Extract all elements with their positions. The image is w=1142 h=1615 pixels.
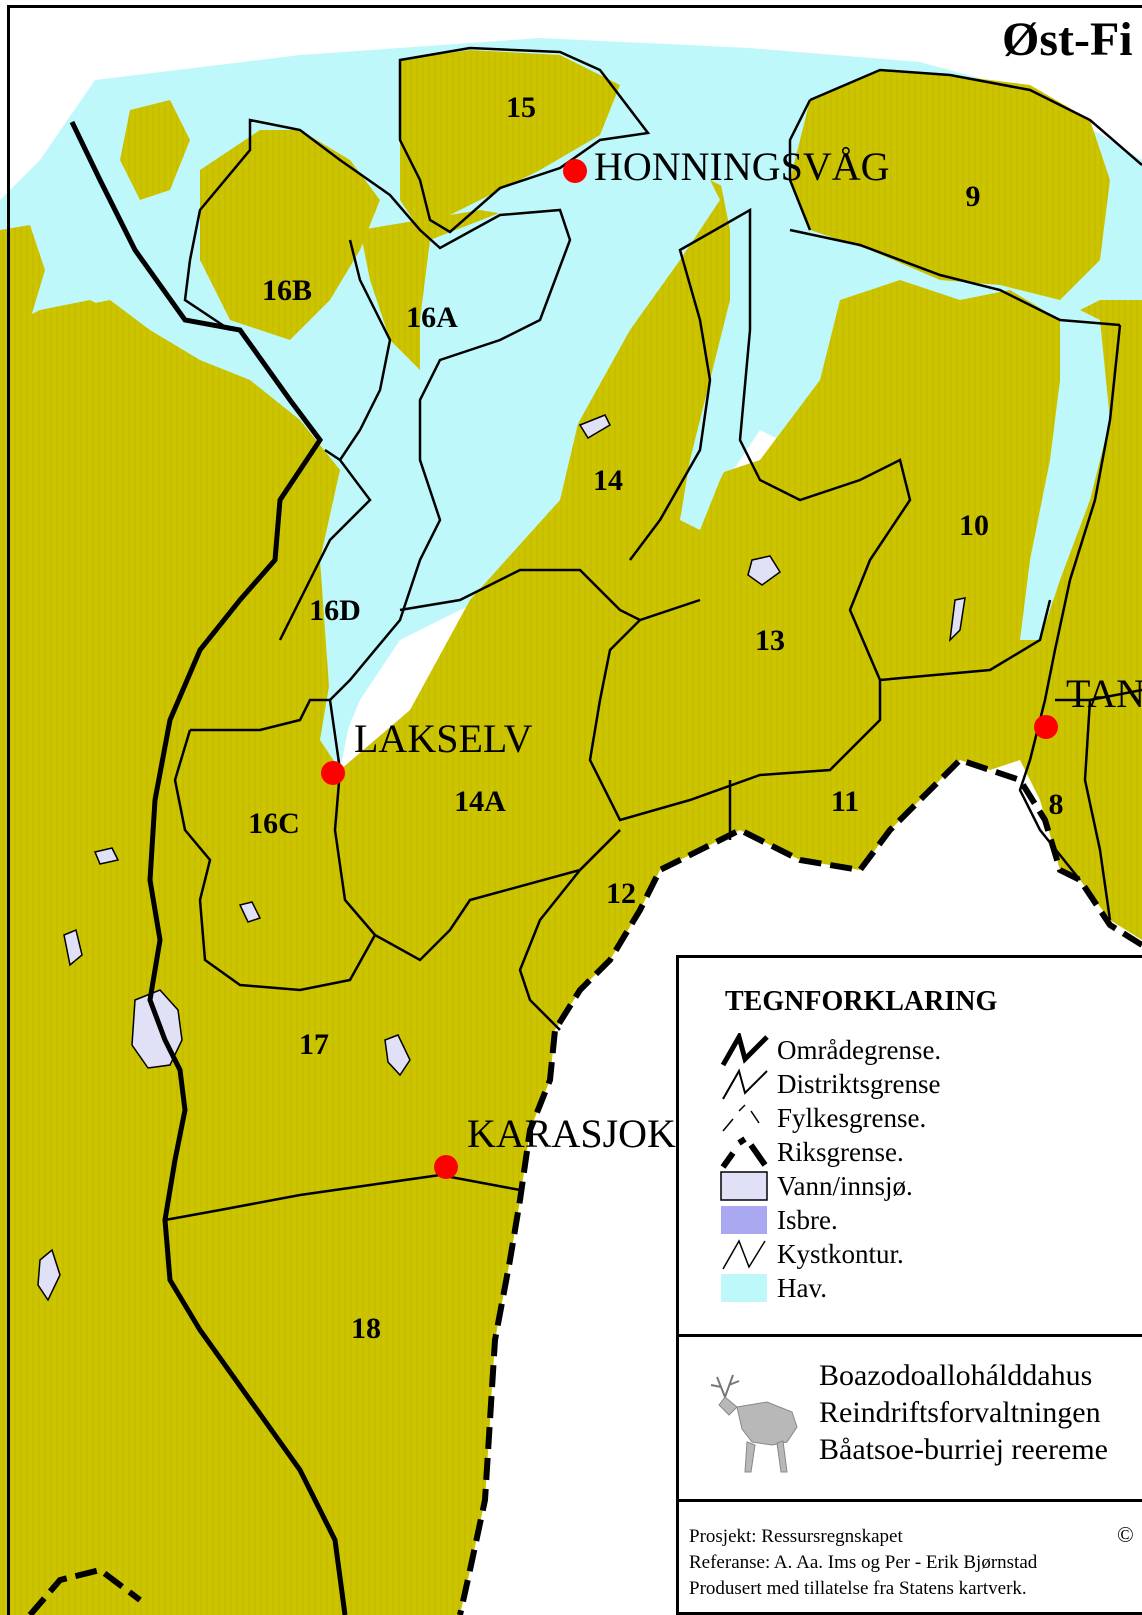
- org-name-sami: Boazodoallohálddahus: [819, 1359, 1093, 1392]
- legend-item-riksgrense: Riksgrense.: [719, 1135, 904, 1169]
- legend-title: TEGNFORKLARING: [725, 986, 998, 1017]
- legend-label: Områdegrense.: [777, 1034, 942, 1065]
- district-label-16B: 16B: [261, 274, 313, 307]
- district-label-9: 9: [965, 180, 981, 213]
- lake-6: [93, 847, 120, 865]
- lake-7: [578, 414, 611, 440]
- island-west-3: [0, 225, 45, 330]
- district-label-8: 8: [1048, 788, 1064, 821]
- organization-box: Boazodoallohálddahus Reindriftsforvaltni…: [676, 1337, 1142, 1502]
- credits-box: Prosjekt: Ressursregnskapet Referanse: A…: [676, 1502, 1142, 1615]
- legend-item-hav: Hav.: [719, 1271, 827, 1305]
- island-15: [400, 50, 620, 230]
- lake-4: [37, 1248, 61, 1302]
- legend-item-omradegrense: Områdegrense.: [719, 1030, 942, 1067]
- island-16B: [200, 130, 380, 340]
- district-label-16D: 16D: [309, 594, 361, 627]
- lake-8: [948, 597, 966, 643]
- town-marker-karasjok: [434, 1155, 458, 1179]
- district-label-17: 17: [299, 1028, 329, 1061]
- zigzag-icon: [719, 1067, 771, 1101]
- fjord-lakse: [420, 160, 720, 620]
- credit-project: Prosjekt: Ressursregnskapet: [689, 1526, 903, 1547]
- legend-item-isbre: Isbre.: [719, 1203, 838, 1237]
- sea-swatch-icon: [719, 1271, 771, 1305]
- district-label-18: 18: [351, 1312, 381, 1345]
- district-label-13: 13: [755, 624, 785, 657]
- lake-2: [384, 1034, 411, 1077]
- lake-1: [747, 555, 782, 586]
- legend-label: Distriktsgrense: [777, 1068, 941, 1099]
- coastline-icon: [719, 1237, 771, 1271]
- dashed-line-icon: [719, 1101, 771, 1135]
- district-label-16A: 16A: [406, 301, 458, 334]
- legend-item-kystkontur: Kystkontur.: [719, 1237, 904, 1271]
- thick-dashed-line-icon: [719, 1135, 771, 1169]
- district-label-14A: 14A: [454, 785, 506, 818]
- island-9: [790, 70, 1110, 300]
- district-label-14: 14: [593, 464, 623, 497]
- national-border-west: [27, 1566, 142, 1615]
- island-west-2: [120, 100, 190, 200]
- legend-item-fylkesgrense: Fylkesgrense.: [719, 1101, 926, 1135]
- org-name-norwegian: Reindriftsforvaltningen: [819, 1396, 1101, 1429]
- legend-label: Riksgrense.: [777, 1136, 904, 1167]
- map-legend: TEGNFORKLARING Områdegrense. Distriktsgr…: [676, 955, 1142, 1337]
- credit-reference: Referanse: A. Aa. Ims og Per - Erik Bjør…: [689, 1552, 1038, 1573]
- town-marker-honningsvag: [563, 159, 587, 183]
- town-marker-tana: [1034, 715, 1058, 739]
- district-label-10: 10: [959, 509, 989, 542]
- town-label-lakselv: LAKSELV: [354, 716, 533, 761]
- thick-zigzag-icon: [719, 1030, 771, 1067]
- legend-item-vann: Vann/innsjø.: [719, 1169, 913, 1203]
- land-main: [0, 170, 1142, 1615]
- legend-label: Hav.: [777, 1272, 827, 1303]
- town-label-honningsvag: HONNINGSVÅG: [594, 144, 890, 189]
- map-title: Øst-Fi: [1002, 13, 1133, 66]
- credit-permission: Produsert med tillatelse fra Statens kar…: [689, 1578, 1027, 1599]
- fjord-laks: [680, 180, 800, 530]
- district-boundaries: [164, 46, 1142, 1222]
- town-label-tana: TAN: [1066, 671, 1142, 716]
- glacier-swatch-icon: [719, 1203, 771, 1237]
- legend-label: Fylkesgrense.: [777, 1102, 927, 1133]
- lake-swatch-icon: [719, 1169, 771, 1203]
- lake-5: [63, 928, 83, 967]
- lake-3: [238, 901, 262, 923]
- district-label-15: 15: [506, 91, 536, 124]
- copyright-symbol: ©: [1117, 1522, 1134, 1547]
- district-label-12: 12: [606, 877, 636, 910]
- fjord-tana: [1020, 300, 1110, 640]
- island-west-1: [50, 300, 170, 500]
- town-label-karasjok: KARASJOK: [467, 1111, 676, 1156]
- legend-item-distriktsgrense: Distriktsgrense: [719, 1067, 940, 1101]
- legend-label: Isbre.: [777, 1204, 838, 1235]
- national-border: [457, 756, 1142, 1615]
- town-marker-lakselv: [321, 761, 345, 785]
- org-name-south-sami: Båatsoe-burriej reereme: [819, 1433, 1108, 1466]
- fjord-porsanger: [320, 205, 575, 770]
- legend-label: Kystkontur.: [777, 1238, 904, 1269]
- reindeer-icon: [707, 1367, 807, 1482]
- district-label-11: 11: [830, 785, 860, 818]
- district-label-16C: 16C: [248, 807, 300, 840]
- legend-label: Vann/innsjø.: [777, 1170, 913, 1201]
- area-boundary: [69, 120, 348, 1615]
